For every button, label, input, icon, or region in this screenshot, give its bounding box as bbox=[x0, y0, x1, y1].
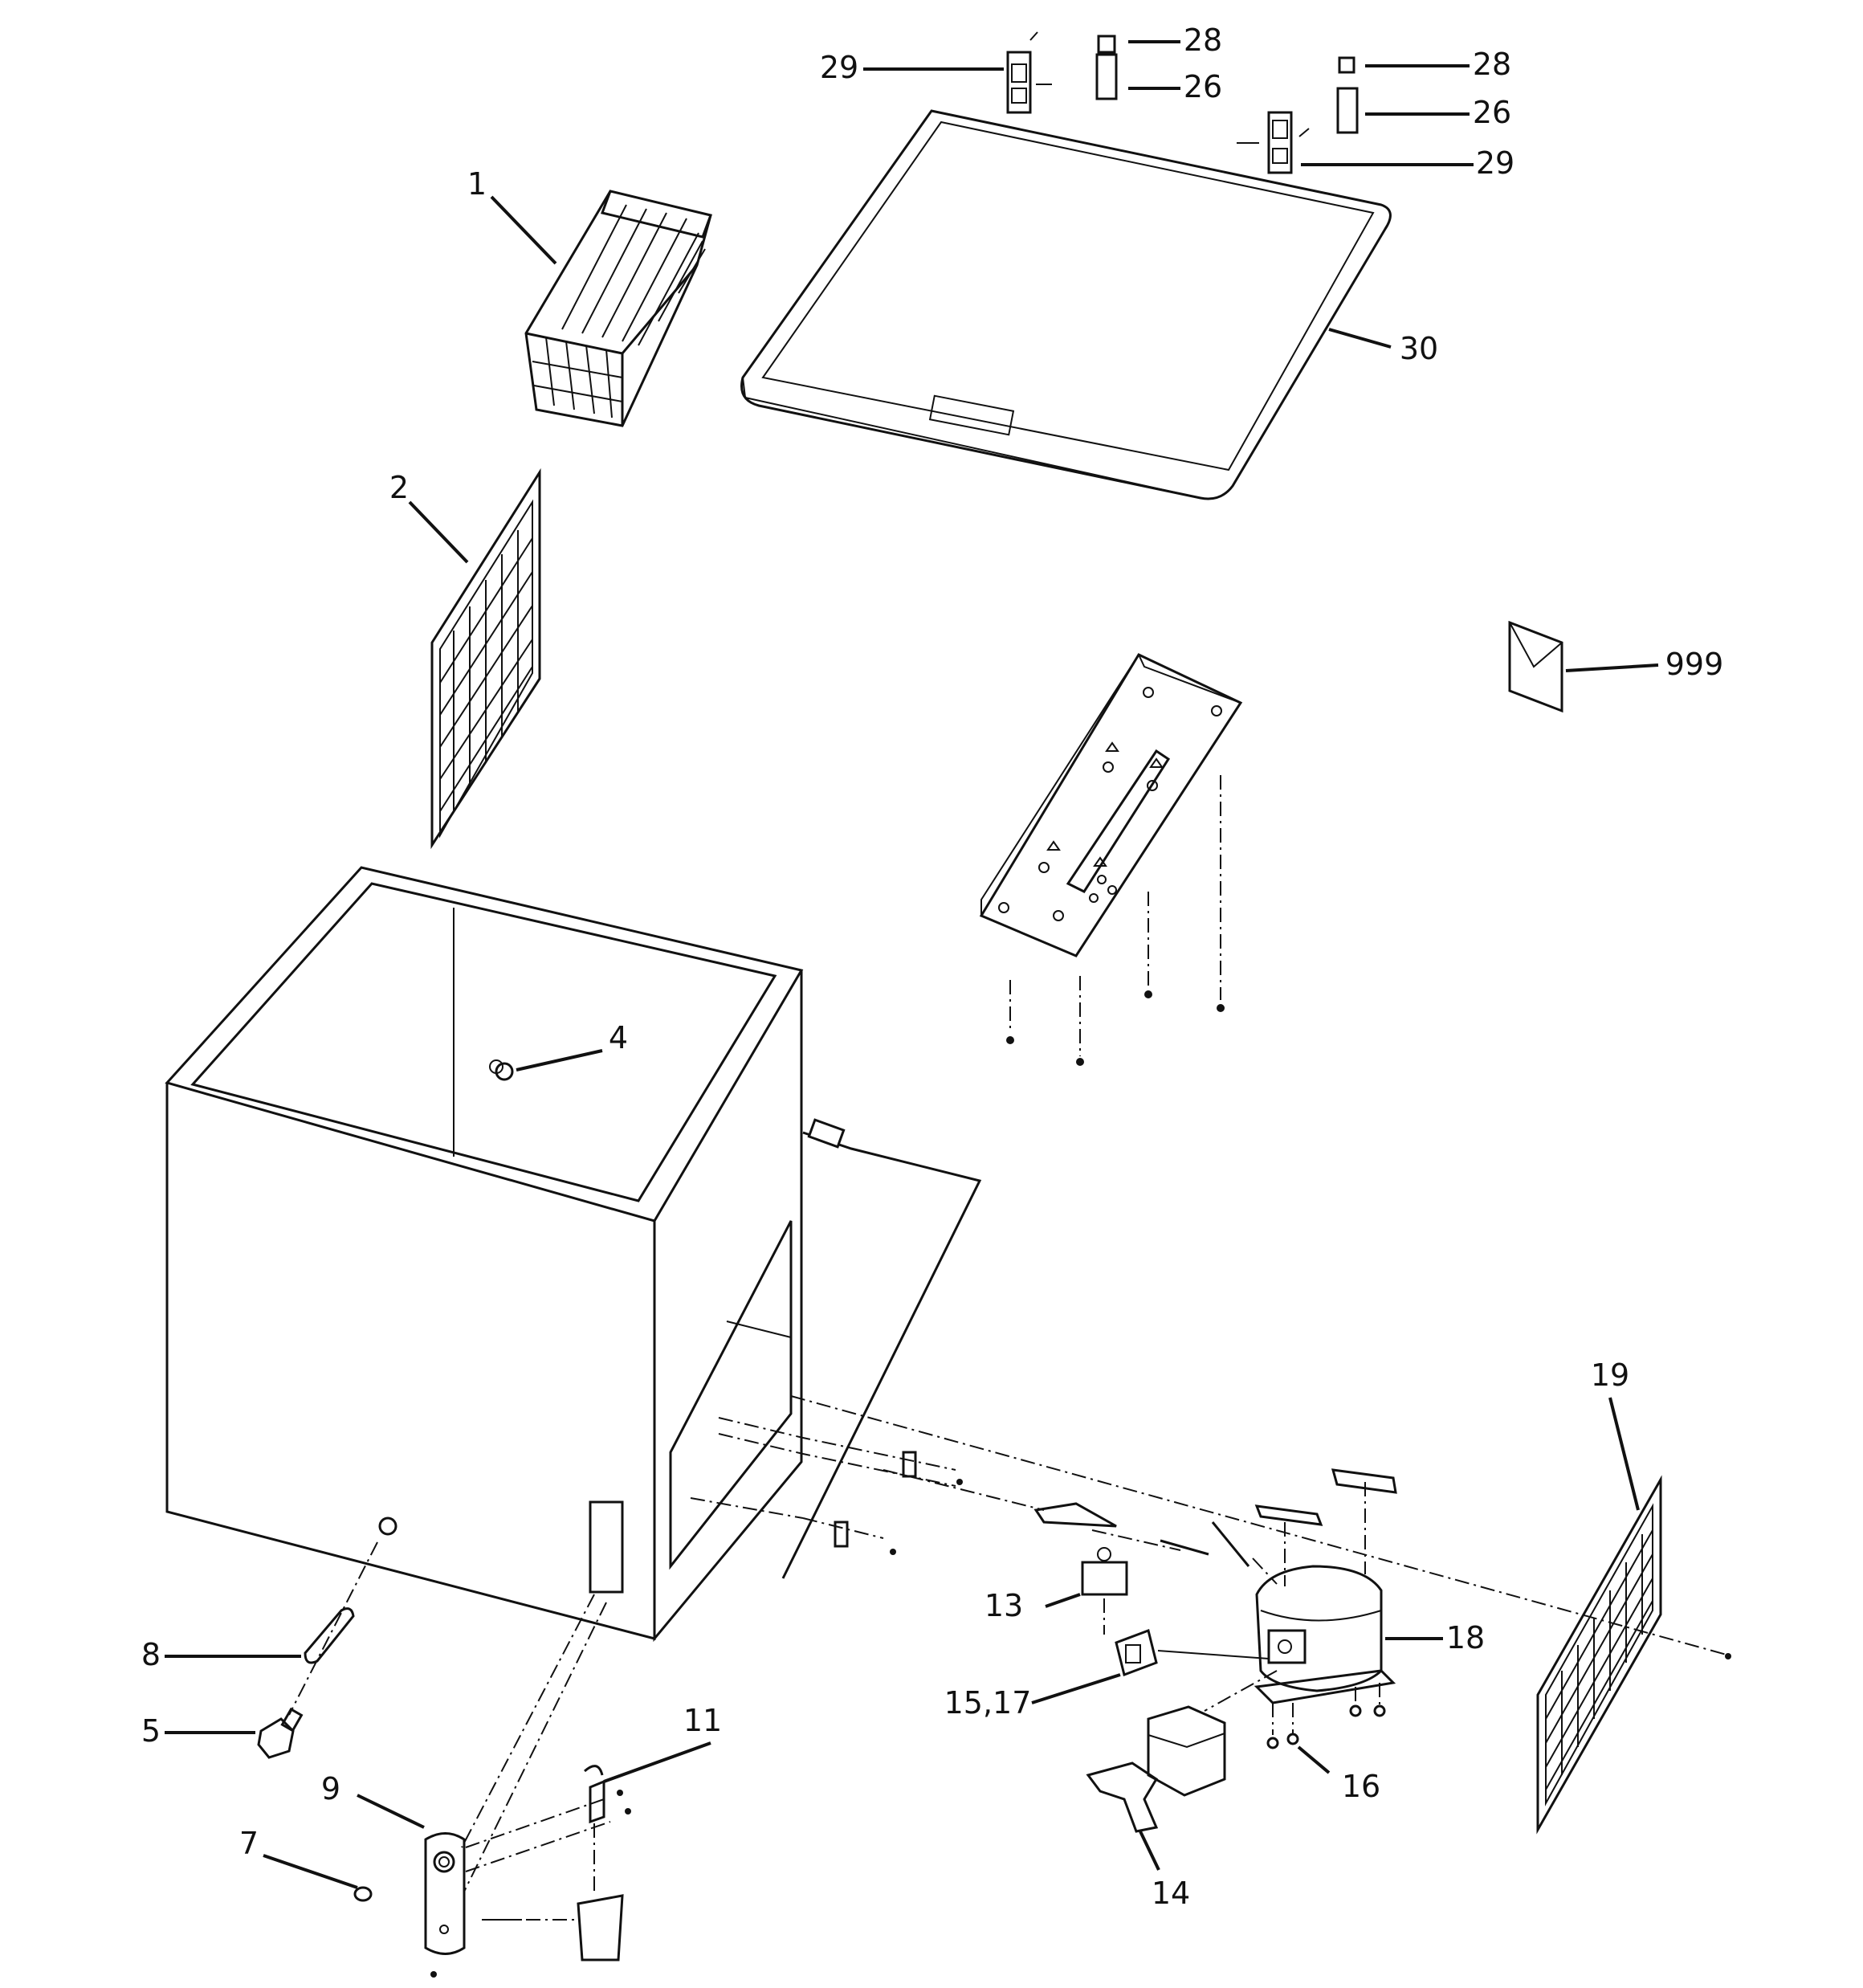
callout-14: 14 bbox=[1152, 1876, 1190, 1911]
thermostat-housing[interactable] bbox=[424, 1832, 466, 1955]
capillary-tube[interactable] bbox=[1033, 1502, 1250, 1567]
thermostat-clip[interactable] bbox=[584, 1765, 605, 1824]
power-cord[interactable] bbox=[781, 1118, 982, 1579]
callout-7: 7 bbox=[239, 1826, 259, 1861]
drain-tube[interactable] bbox=[304, 1607, 355, 1664]
hinge-left[interactable] bbox=[1006, 31, 1052, 114]
drain-dash-lines bbox=[288, 1541, 631, 1978]
drain-cap[interactable] bbox=[353, 1886, 373, 1902]
thermostat-block[interactable] bbox=[577, 1894, 624, 1961]
literature-envelope[interactable] bbox=[1508, 620, 1563, 713]
callout-29-left: 29 bbox=[820, 50, 858, 85]
callout-11: 11 bbox=[683, 1703, 722, 1738]
callout-8: 8 bbox=[141, 1637, 161, 1672]
thermostat-knob[interactable] bbox=[495, 1062, 514, 1081]
hinge-cap-right[interactable] bbox=[1336, 56, 1359, 134]
grille-screw bbox=[1725, 1653, 1731, 1659]
shelf-grid[interactable] bbox=[430, 467, 541, 850]
callout-4: 4 bbox=[609, 1020, 628, 1055]
hinge-right[interactable] bbox=[1237, 111, 1310, 174]
callout-15-17: 15,17 bbox=[944, 1685, 1032, 1721]
callout-28-right: 28 bbox=[1473, 47, 1511, 82]
compressor-plates[interactable] bbox=[1254, 1468, 1397, 1526]
compressor-grommets[interactable] bbox=[1266, 1683, 1386, 1749]
callout-2: 2 bbox=[389, 470, 409, 505]
callout-9: 9 bbox=[321, 1771, 340, 1806]
hinge-cap-left[interactable] bbox=[1095, 35, 1118, 100]
callout-18: 18 bbox=[1446, 1620, 1485, 1655]
capacitor-bracket[interactable] bbox=[1086, 1761, 1159, 1833]
mounting-bracket[interactable] bbox=[979, 653, 1243, 957]
compressor[interactable] bbox=[1254, 1565, 1396, 1704]
callout-1: 1 bbox=[467, 166, 487, 202]
callout-999: 999 bbox=[1665, 647, 1724, 682]
leader-lines bbox=[165, 40, 1659, 1889]
lid[interactable] bbox=[740, 109, 1392, 500]
overload-protector[interactable] bbox=[1115, 1629, 1270, 1676]
callout-16: 16 bbox=[1342, 1769, 1380, 1804]
callout-5: 5 bbox=[141, 1713, 161, 1749]
cabinet[interactable] bbox=[165, 866, 804, 1643]
callout-labels: 1 2 4 29 28 26 28 26 29 30 999 8 5 9 7 1… bbox=[141, 22, 1723, 1911]
relay[interactable] bbox=[1081, 1547, 1128, 1635]
rear-grille[interactable] bbox=[1536, 1475, 1662, 1835]
bracket-screws[interactable] bbox=[1006, 775, 1225, 1066]
callout-29-right: 29 bbox=[1476, 145, 1514, 181]
callout-30: 30 bbox=[1400, 331, 1438, 366]
callout-26-left: 26 bbox=[1184, 69, 1222, 104]
callout-19: 19 bbox=[1591, 1357, 1629, 1393]
callout-13: 13 bbox=[984, 1588, 1023, 1623]
capacitor[interactable] bbox=[1147, 1705, 1226, 1797]
mounting-clips[interactable] bbox=[834, 1451, 963, 1555]
callout-28-left: 28 bbox=[1184, 22, 1222, 58]
drain-plug[interactable] bbox=[257, 1707, 304, 1759]
callout-26-right: 26 bbox=[1473, 95, 1511, 130]
basket[interactable] bbox=[524, 190, 712, 427]
